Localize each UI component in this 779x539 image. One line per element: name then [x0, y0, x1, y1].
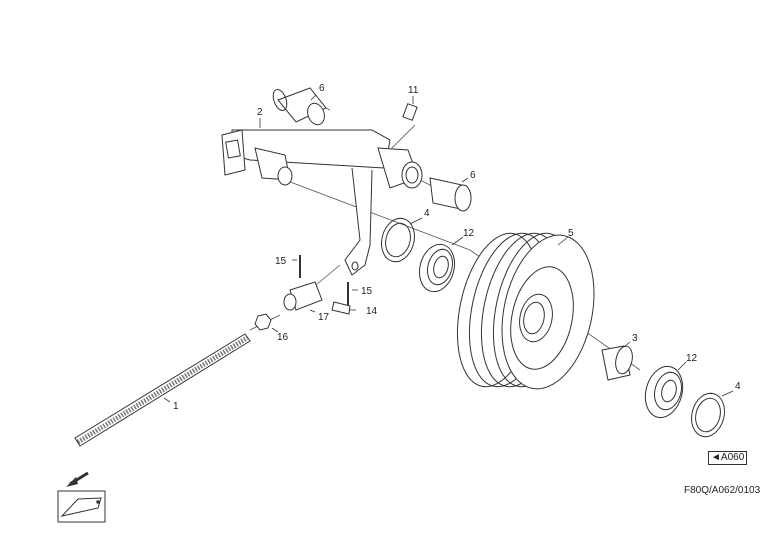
callout-2: 2: [257, 107, 263, 118]
nut-16: [254, 313, 272, 331]
callout-15-left: 15: [275, 256, 287, 267]
grease-nipple-11: [402, 103, 418, 121]
callout-12-upper: 12: [463, 228, 475, 239]
callout-4-lower: 4: [735, 381, 741, 392]
direction-arrow-icon: [66, 471, 89, 487]
callout-labels: 6 2 11 6 4 12 5 15 15 17 14 16 1 3 12 4: [173, 83, 741, 412]
pulley-5: [456, 232, 595, 390]
callout-5: 5: [568, 228, 574, 239]
circlip-4-lower: [691, 392, 725, 438]
reference-box: ◄A060: [708, 451, 748, 465]
callout-3: 3: [632, 333, 638, 344]
callout-15-right: 15: [361, 286, 373, 297]
callout-14: 14: [366, 306, 378, 317]
bushing-6-right: [429, 177, 472, 212]
clevis-17: [283, 281, 323, 311]
callout-1: 1: [173, 401, 179, 412]
drawing-code: F80Q/A062/0103: [684, 485, 761, 496]
callout-12-lower: 12: [686, 353, 698, 364]
circlip-4-upper: [381, 217, 415, 263]
callout-6-top: 6: [319, 83, 325, 94]
callout-4-upper: 4: [424, 208, 430, 219]
bearing-12-upper: [418, 243, 456, 293]
callout-16: 16: [277, 332, 289, 343]
callout-6-right: 6: [470, 170, 476, 181]
spacer-3: [601, 345, 633, 381]
callout-leaders: [163, 94, 734, 403]
implement-symbol-icon: [57, 490, 106, 523]
bearing-12-lower: [644, 365, 684, 419]
tensioner-arm-2: [221, 129, 423, 276]
callout-17: 17: [318, 312, 330, 323]
threaded-rod-1: [74, 333, 251, 447]
callout-11: 11: [408, 85, 419, 96]
pin-14: [331, 301, 351, 315]
